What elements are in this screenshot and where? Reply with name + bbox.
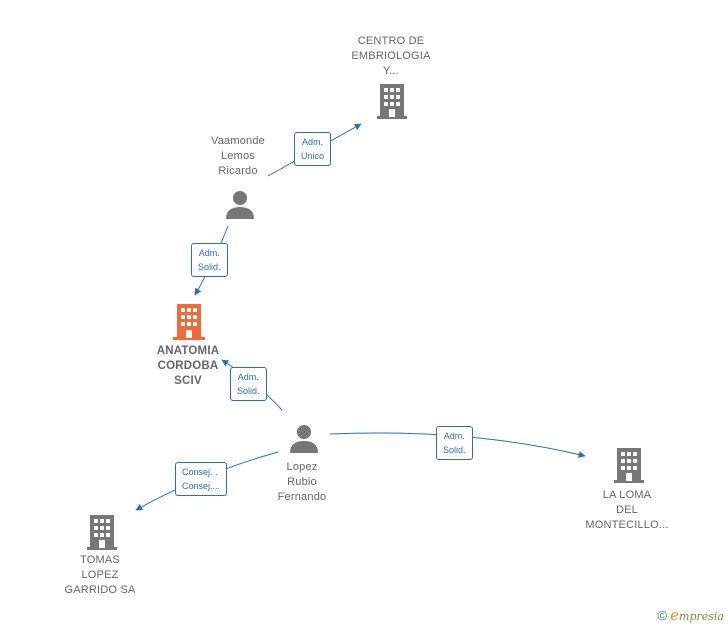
edge-label-adm-solid[interactable]: Adm. Solid.	[230, 367, 267, 401]
node-lopez-label: Lopez Rubio Fernando	[277, 461, 327, 503]
node-laloma-label: LA LOMA DEL MONTECILLO...	[585, 489, 669, 531]
node-tomas[interactable]: TOMAS LOPEZ GARRIDO SA	[50, 553, 150, 598]
edge-label-adm-unico[interactable]: Adm. Unico	[294, 132, 332, 166]
edge-label-adm-solid[interactable]: Adm. Solid.	[436, 426, 473, 460]
node-anatomia[interactable]: ANATOMIA CORDOBA SCIV	[136, 344, 240, 389]
building-icon	[614, 448, 644, 483]
node-vaamonde[interactable]: Vaamonde Lemos Ricardo	[188, 134, 288, 179]
edge-label-adm-solid[interactable]: Adm. Solid.	[191, 243, 228, 277]
node-lopez[interactable]: Lopez Rubio Fernando	[252, 460, 352, 505]
copyright-icon: ©	[657, 608, 668, 623]
node-vaamonde-label: Vaamonde Lemos Ricardo	[211, 135, 265, 177]
brand-name: mpresia	[679, 610, 724, 623]
brand-initial: e	[670, 606, 680, 624]
node-centro-label: CENTRO DE EMBRIOLOGIA Y...	[351, 35, 431, 77]
building-icon	[87, 515, 117, 550]
node-centro[interactable]: CENTRO DE EMBRIOLOGIA Y...	[330, 34, 452, 79]
node-tomas-label: TOMAS LOPEZ GARRIDO SA	[64, 554, 136, 596]
person-icon	[290, 425, 318, 453]
edge-label-consej[interactable]: Consej. . Consej....	[175, 462, 228, 496]
node-laloma[interactable]: LA LOMA DEL MONTECILLO...	[572, 488, 682, 533]
building-main-icon	[173, 304, 205, 340]
building-icon	[377, 84, 407, 119]
person-icon	[226, 191, 254, 219]
brand-logo: ©empresia	[658, 606, 724, 624]
node-anatomia-label: ANATOMIA CORDOBA SCIV	[156, 345, 220, 387]
